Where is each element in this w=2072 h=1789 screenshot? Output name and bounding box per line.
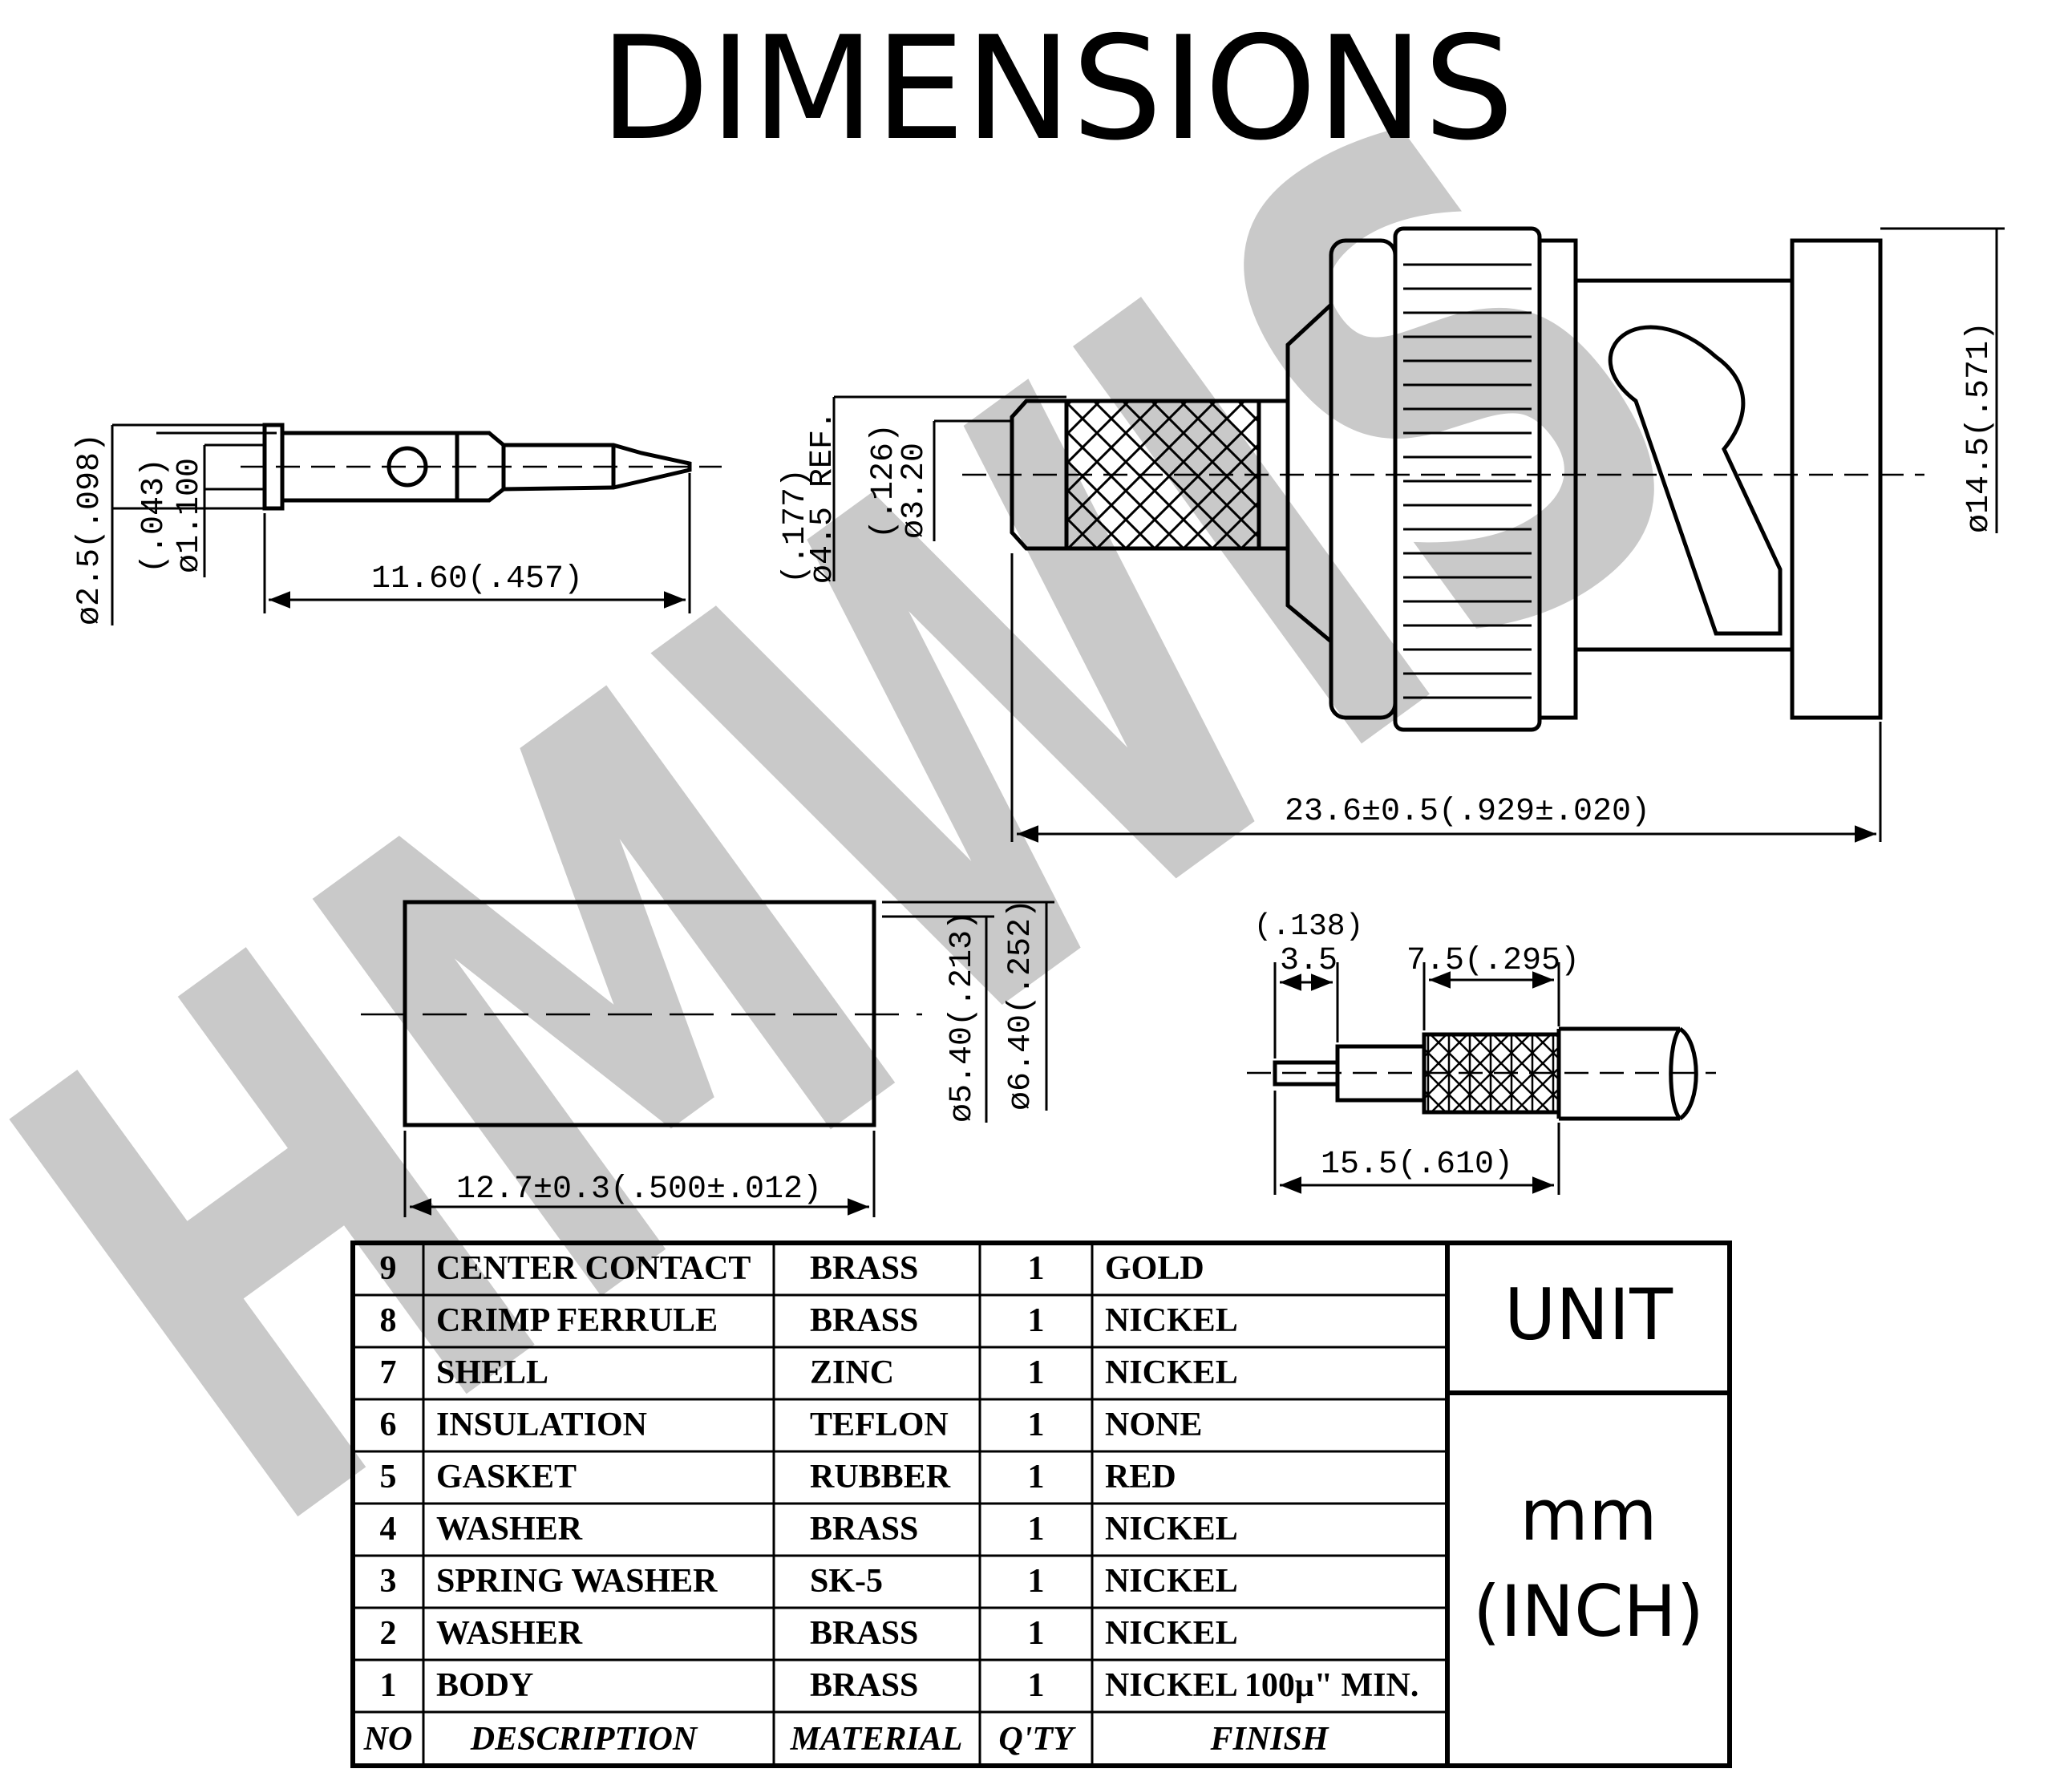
bom-cell-material: BRASS bbox=[810, 1667, 918, 1704]
bom-cell-finish: GOLD bbox=[1105, 1250, 1204, 1287]
cable-strip-mm: 3.5 bbox=[1280, 943, 1337, 979]
bom-cell-qty: 1 bbox=[1028, 1511, 1045, 1548]
bill-of-materials-table: 9 CENTER CONTACT BRASS 1 GOLD 8 CRIMP FERRULE B… bbox=[350, 1241, 1732, 1768]
bom-header-qty: Q'TY bbox=[998, 1721, 1076, 1758]
bom-column-lines bbox=[422, 1243, 1094, 1766]
pin-inner-diameter-mm: ø1.100 bbox=[172, 458, 208, 573]
unit-value-inch: (INCH) bbox=[1473, 1570, 1704, 1653]
bom-cell-no: 3 bbox=[380, 1563, 397, 1600]
bom-cell-description: GASKET bbox=[436, 1459, 577, 1496]
bom-header-material: MATERIAL bbox=[790, 1721, 963, 1758]
bom-cell-description: WASHER bbox=[436, 1511, 583, 1548]
connector-body-diameter: ø14.5(.571) bbox=[1961, 322, 1997, 533]
bom-cell-material: BRASS bbox=[810, 1250, 918, 1287]
pin-outer-diameter: ø2.5(.098) bbox=[72, 433, 108, 625]
bom-cell-no: 9 bbox=[380, 1250, 397, 1287]
bom-cell-material: BRASS bbox=[810, 1511, 918, 1548]
cable-strip-inch: (.138) bbox=[1254, 909, 1364, 944]
connector-bore-inch: (.126) bbox=[866, 423, 902, 539]
shell-ridges bbox=[1403, 263, 1532, 699]
table-row: 8 CRIMP FERRULE BRASS 1 NICKEL bbox=[380, 1302, 1238, 1339]
bom-cell-qty: 1 bbox=[1028, 1563, 1045, 1600]
bom-cell-material: TEFLON bbox=[810, 1407, 949, 1443]
bom-cell-material: BRASS bbox=[810, 1302, 918, 1339]
table-row: 3 SPRING WASHER SK-5 1 NICKEL bbox=[380, 1563, 1238, 1600]
bom-header-description: DESCRIPTION bbox=[470, 1721, 698, 1758]
bom-row-lines bbox=[353, 1293, 1447, 1714]
ferrule-inner-diameter: ø5.40(.213) bbox=[945, 911, 981, 1123]
bom-cell-no: 6 bbox=[380, 1407, 397, 1443]
cable-strip-view: (.138) 3.5 7.5(.295) 15.5(.610) bbox=[1247, 909, 1716, 1195]
bom-cell-material: RUBBER bbox=[810, 1459, 951, 1496]
page-title: DIMENSIONS bbox=[600, 6, 1515, 172]
bom-cell-no: 5 bbox=[380, 1459, 397, 1496]
bom-cell-material: ZINC bbox=[810, 1354, 894, 1391]
cable-total-length: 15.5(.610) bbox=[1321, 1147, 1513, 1183]
ferrule-length: 12.7±0.3(.500±.012) bbox=[456, 1172, 822, 1208]
bom-cell-finish: NICKEL bbox=[1105, 1563, 1238, 1600]
bom-cell-no: 8 bbox=[380, 1302, 397, 1339]
unit-label: UNIT bbox=[1504, 1273, 1673, 1356]
table-row: 4 WASHER BRASS 1 NICKEL bbox=[380, 1511, 1238, 1548]
bom-cell-qty: 1 bbox=[1028, 1407, 1045, 1443]
bom-cell-description: SPRING WASHER bbox=[436, 1563, 718, 1600]
ferrule-outer-diameter: ø6.40(.252) bbox=[1003, 899, 1039, 1111]
crimp-ferrule-view: ø5.40(.213) ø6.40(.252) 12.7±0.3(.500±.0… bbox=[361, 899, 1054, 1217]
bom-body: 9 CENTER CONTACT BRASS 1 GOLD 8 CRIMP FERRULE B… bbox=[380, 1250, 1419, 1704]
bom-cell-qty: 1 bbox=[1028, 1615, 1045, 1652]
bom-cell-description: INSULATION bbox=[436, 1407, 647, 1443]
table-row: 7 SHELL ZINC 1 NICKEL bbox=[380, 1354, 1238, 1391]
bom-cell-description: WASHER bbox=[436, 1615, 583, 1652]
pin-inner-diameter-inch: (.043) bbox=[136, 458, 172, 573]
bom-cell-qty: 1 bbox=[1028, 1250, 1045, 1287]
bom-cell-description: SHELL bbox=[436, 1354, 548, 1391]
bom-cell-no: 7 bbox=[380, 1354, 397, 1391]
bom-cell-material: SK-5 bbox=[810, 1563, 883, 1600]
bom-header-no: NO bbox=[363, 1721, 413, 1758]
bom-cell-qty: 1 bbox=[1028, 1354, 1045, 1391]
connector-ref-inch: (.177) bbox=[778, 468, 814, 584]
bom-cell-finish: RED bbox=[1105, 1459, 1176, 1496]
cable-braid-length: 7.5(.295) bbox=[1406, 943, 1580, 979]
center-contact-pin-view: ø2.5(.098) (.043) ø1.100 11.60(.457) bbox=[72, 423, 722, 625]
bom-cell-finish: NICKEL bbox=[1105, 1302, 1238, 1339]
bom-cell-qty: 1 bbox=[1028, 1667, 1045, 1704]
table-row: 6 INSULATION TEFLON 1 NONE bbox=[380, 1407, 1203, 1443]
table-row: 2 WASHER BRASS 1 NICKEL bbox=[380, 1615, 1238, 1652]
bom-cell-qty: 1 bbox=[1028, 1302, 1045, 1339]
bom-header-row: NO DESCRIPTION MATERIAL Q'TY FINISH bbox=[363, 1721, 1329, 1758]
bom-cell-finish: NICKEL bbox=[1105, 1354, 1238, 1391]
bom-cell-no: 2 bbox=[380, 1615, 397, 1652]
pin-length: 11.60(.457) bbox=[371, 561, 583, 597]
bnc-connector-view: (.177) ø4.5 REF. (.126) ø3.20 ø14.5(.571… bbox=[778, 226, 2005, 843]
table-row: 1 BODY BRASS 1 NICKEL 100μ" MIN. bbox=[380, 1667, 1419, 1704]
unit-value-mm: mm bbox=[1520, 1474, 1657, 1556]
bom-cell-qty: 1 bbox=[1028, 1459, 1045, 1496]
bom-cell-no: 4 bbox=[380, 1511, 397, 1548]
connector-ref-mm: ø4.5 REF. bbox=[805, 411, 841, 584]
table-row: 5 GASKET RUBBER 1 RED bbox=[380, 1459, 1176, 1496]
connector-bore-mm: ø3.20 bbox=[896, 443, 933, 539]
bom-cell-finish: NICKEL bbox=[1105, 1511, 1238, 1548]
bom-cell-finish: NONE bbox=[1105, 1407, 1202, 1443]
table-row: 9 CENTER CONTACT BRASS 1 GOLD bbox=[380, 1250, 1204, 1287]
bom-cell-no: 1 bbox=[380, 1667, 397, 1704]
bom-cell-finish: NICKEL 100μ" MIN. bbox=[1105, 1667, 1418, 1704]
bom-cell-description: CENTER CONTACT bbox=[436, 1250, 751, 1287]
bom-cell-description: BODY bbox=[436, 1667, 533, 1704]
bom-cell-finish: NICKEL bbox=[1105, 1615, 1238, 1652]
bom-header-finish: FINISH bbox=[1209, 1721, 1329, 1758]
bom-cell-description: CRIMP FERRULE bbox=[436, 1302, 718, 1339]
bom-cell-material: BRASS bbox=[810, 1615, 918, 1652]
connector-length: 23.6±0.5(.929±.020) bbox=[1285, 794, 1650, 830]
